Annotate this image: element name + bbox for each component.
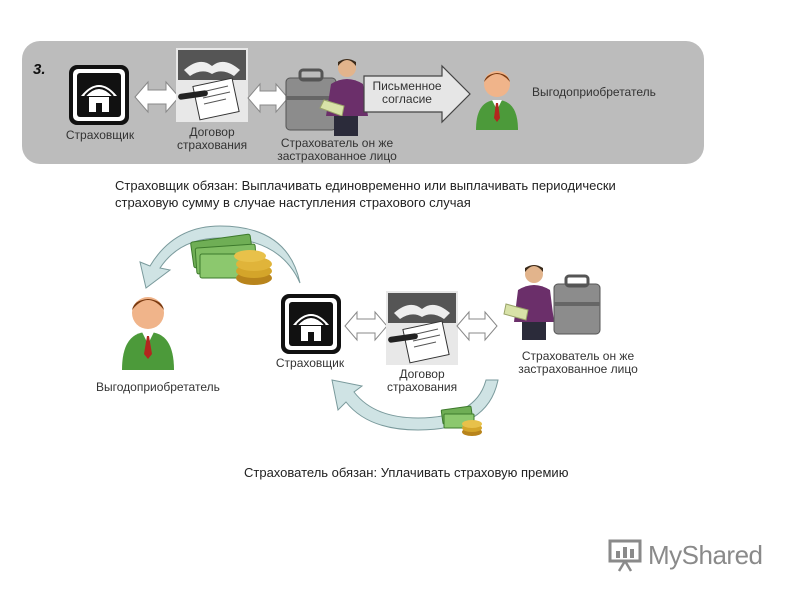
- double-arrow-right-bottom: [456, 310, 498, 342]
- consent-label: Письменное согласие: [372, 79, 442, 106]
- businessman-briefcase-icon-bottom: [503, 265, 601, 340]
- watermark-text: MyShared: [648, 540, 763, 570]
- insurer-label-top: Страховщик: [65, 128, 135, 142]
- insurer-label-bottom: Страховщик: [275, 356, 345, 370]
- contract-label-top: Договор страхования: [176, 125, 248, 152]
- consent-arrow: [363, 64, 471, 124]
- double-arrow-left: [134, 80, 180, 114]
- handshake-contract-icon-bottom: [386, 291, 458, 365]
- policyholder-label-bottom: Страхователь он же застрахованное лицо: [518, 349, 638, 376]
- umbrella-house-icon: [69, 65, 129, 125]
- policyholder-label-top: Страхователь он же застрахованное лицо: [277, 136, 397, 163]
- policyholder-duty-caption: Страхователь обязан: Уплачивать страхову…: [244, 465, 569, 480]
- beneficiary-label-top: Выгодоприобретатель: [532, 85, 656, 99]
- double-arrow-right: [247, 82, 289, 114]
- double-arrow-left-bottom: [344, 310, 388, 342]
- businessman-briefcase-icon: [285, 59, 368, 136]
- insurer-duty-caption: Страховщик обязан: Выплачивать единоврем…: [115, 178, 616, 210]
- money-coins-icon: [190, 233, 272, 285]
- money-coins-icon-small: [440, 405, 482, 436]
- presentation-logo-icon: [608, 539, 642, 572]
- beneficiary-person-icon-bottom: [122, 297, 174, 370]
- section-number: 3.: [33, 61, 46, 78]
- contract-label-bottom: Договор страхования: [386, 367, 458, 394]
- beneficiary-person-icon: [476, 71, 518, 130]
- umbrella-house-icon-bottom: [281, 294, 341, 354]
- beneficiary-label-bottom: Выгодоприобретатель: [96, 380, 220, 394]
- handshake-contract-icon: [176, 48, 248, 122]
